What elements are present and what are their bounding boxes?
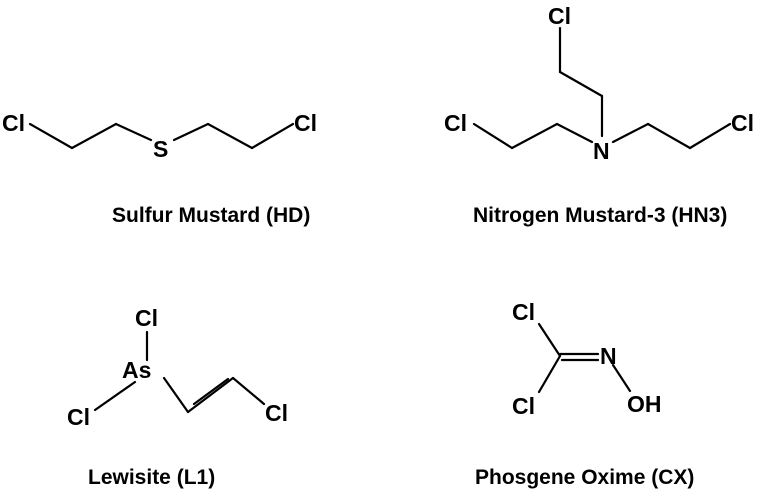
atom-cl-left: Cl: [444, 110, 467, 136]
atom-cl-right: Cl: [265, 400, 288, 426]
atom-cl-top: Cl: [135, 305, 158, 331]
bond: [646, 122, 692, 150]
atom-cl-left: Cl: [67, 404, 90, 430]
bond: [537, 354, 562, 394]
atom-n: N: [600, 343, 617, 369]
bond: [250, 122, 295, 150]
bond: [611, 122, 650, 144]
bond: [192, 377, 230, 406]
atom-cl-bottom: Cl: [512, 393, 535, 419]
bond: [558, 70, 604, 98]
atom-cl-top: Cl: [512, 299, 535, 325]
bond: [206, 122, 254, 150]
caption-nitrogen-mustard-3: Nitrogen Mustard-3 (HN3): [473, 204, 727, 227]
atom-cl-left: Cl: [2, 110, 25, 136]
atom-cl-right: Cl: [731, 110, 754, 136]
atom-oh: OH: [627, 391, 662, 417]
bond: [70, 122, 118, 150]
bond: [114, 122, 153, 142]
structure-phosgene-oxime: Cl Cl N OH Phosgene Oxime (CX): [475, 299, 694, 489]
bond: [555, 122, 594, 144]
atom-cl-top: Cl: [548, 3, 571, 29]
structure-sulfur-mustard: Cl S Cl Sulfur Mustard (HD): [2, 110, 317, 227]
bond: [93, 380, 137, 412]
bond: [186, 376, 235, 414]
bond: [162, 376, 190, 414]
bond: [611, 363, 632, 393]
atom-s: S: [153, 136, 168, 162]
bond: [28, 122, 74, 150]
atom-as: As: [122, 357, 151, 383]
bond: [172, 122, 210, 142]
caption-phosgene-oxime: Phosgene Oxime (CX): [475, 466, 694, 489]
bond: [472, 122, 514, 150]
bond: [510, 122, 559, 150]
structure-nitrogen-mustard-3: Cl Cl N Cl Nitrogen Mustard-3 (HN3): [444, 3, 754, 227]
bond: [231, 376, 266, 406]
atom-cl-right: Cl: [294, 110, 317, 136]
caption-sulfur-mustard: Sulfur Mustard (HD): [112, 204, 310, 227]
atom-n: N: [593, 138, 610, 164]
bond: [537, 322, 562, 358]
structure-lewisite: Cl As Cl Cl Lewisite (L1): [67, 305, 288, 489]
caption-lewisite: Lewisite (L1): [88, 466, 215, 489]
bond: [688, 122, 732, 150]
